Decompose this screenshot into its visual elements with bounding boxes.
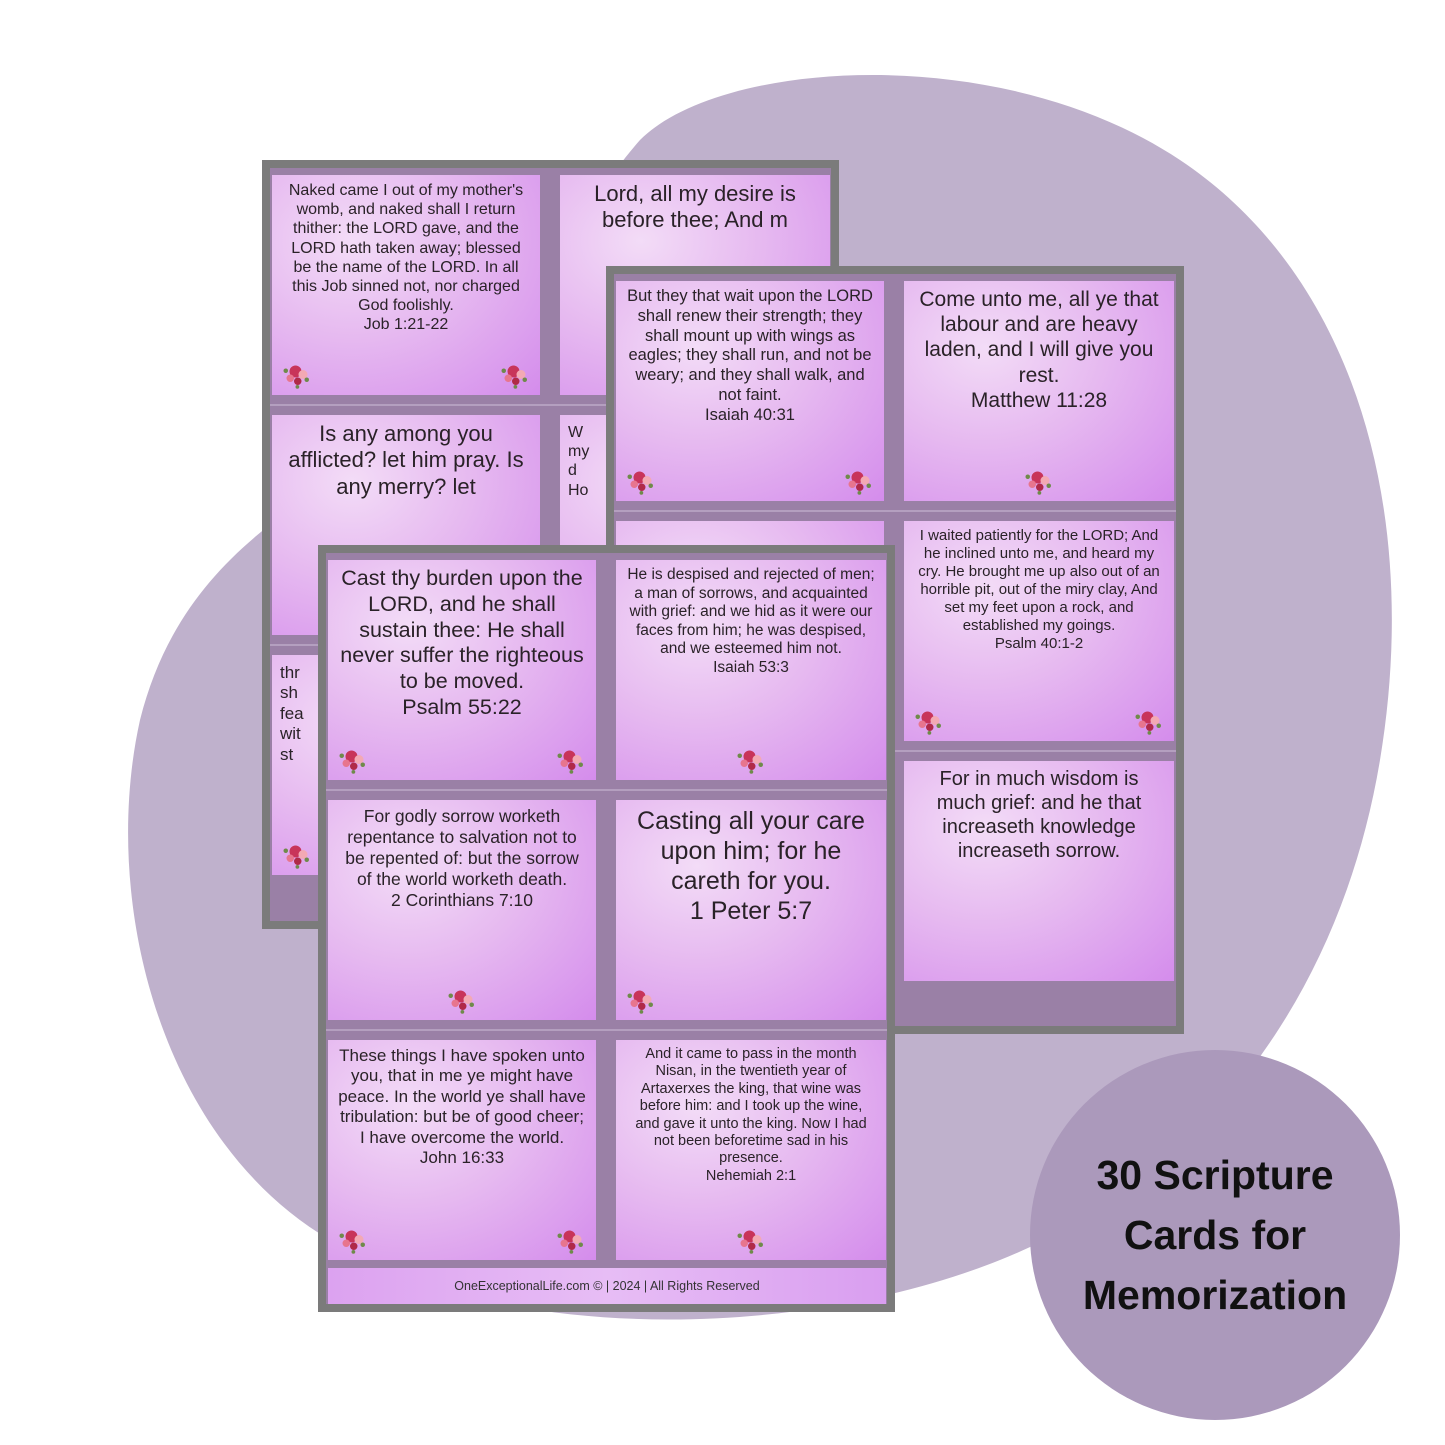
verse-reference: Job 1:21-22	[363, 316, 449, 334]
verse-reference: Psalm 55:22	[402, 694, 522, 719]
verse-reference: John 16:33	[419, 1147, 505, 1167]
verse-text: W my d Ho	[568, 424, 590, 499]
verse-reference: Isaiah 53:3	[713, 658, 789, 676]
verse-reference: 2 Corinthians 7:10	[390, 890, 534, 910]
flower-icon	[338, 1226, 368, 1256]
cut-line	[270, 404, 831, 406]
verse-text: These things I have spoken unto you, tha…	[338, 1046, 586, 1147]
verse-text: I waited patiently for the LORD; And he …	[918, 527, 1160, 634]
flower-icon	[500, 361, 530, 391]
flower-icon	[556, 1226, 586, 1256]
flower-icon	[914, 707, 944, 737]
title-badge: 30 Scripture Cards for Memorization	[1030, 1050, 1400, 1420]
scripture-card: For godly sorrow worketh repentance to s…	[328, 800, 596, 1020]
verse-reference: Psalm 40:1-2	[994, 635, 1084, 652]
verse-text: And it came to pass in the month Nisan, …	[635, 1046, 867, 1167]
verse-reference: Matthew 11:28	[970, 388, 1108, 412]
verse-text: thr sh fea wit st	[280, 663, 304, 764]
scripture-card: Is any among you afflicted? let him pray…	[272, 415, 540, 635]
verse-text: For godly sorrow worketh repentance to s…	[345, 806, 579, 889]
scripture-card: Cast thy burden upon the LORD, and he sh…	[328, 560, 596, 780]
flower-icon	[556, 746, 586, 776]
flower-icon	[338, 746, 368, 776]
verse-text: He is despised and rejected of men; a ma…	[627, 566, 875, 658]
flower-icon	[844, 467, 874, 497]
cut-line	[614, 510, 1176, 512]
verse-text: Casting all your care upon him; for he c…	[637, 807, 865, 895]
flower-icon	[282, 361, 312, 391]
verse-reference: Nehemiah 2:1	[705, 1167, 797, 1184]
flower-icon	[736, 1226, 766, 1256]
scripture-card: And it came to pass in the month Nisan, …	[616, 1040, 886, 1260]
scripture-card: For in much wisdom is much grief: and he…	[904, 761, 1174, 981]
sheet-footer: OneExceptionalLife.com © | 2024 | All Ri…	[328, 1268, 886, 1304]
scripture-card: Casting all your care upon him; for he c…	[616, 800, 886, 1020]
scripture-card: He is despised and rejected of men; a ma…	[616, 560, 886, 780]
cut-line	[326, 789, 887, 791]
verse-text: Is any among you afflicted? let him pray…	[288, 421, 524, 499]
flower-icon	[736, 746, 766, 776]
verse-text: Naked came I out of my mother's womb, an…	[288, 182, 524, 315]
card-sheet-front: Cast thy burden upon the LORD, and he sh…	[318, 545, 895, 1312]
verse-text: For in much wisdom is much grief: and he…	[936, 768, 1142, 862]
flower-icon	[282, 841, 312, 871]
flower-icon	[626, 986, 656, 1016]
scripture-card: But they that wait upon the LORD shall r…	[616, 281, 884, 501]
scripture-card: Come unto me, all ye that labour and are…	[904, 281, 1174, 501]
flower-icon	[1134, 707, 1164, 737]
verse-reference: Isaiah 40:31	[705, 405, 795, 424]
scripture-card: These things I have spoken unto you, tha…	[328, 1040, 596, 1260]
flower-icon	[447, 986, 477, 1016]
verse-reference: 1 Peter 5:7	[689, 897, 813, 925]
scripture-card: I waited patiently for the LORD; And he …	[904, 521, 1174, 741]
title-text: 30 Scripture Cards for Memorization	[1082, 1152, 1348, 1318]
flower-icon	[626, 467, 656, 497]
verse-text: Lord, all my desire is before thee; And …	[594, 181, 796, 233]
cut-line	[326, 1029, 887, 1031]
verse-text: Cast thy burden upon the LORD, and he sh…	[340, 566, 584, 694]
verse-text: Come unto me, all ye that labour and are…	[919, 288, 1159, 387]
scripture-card: Naked came I out of my mother's womb, an…	[272, 175, 540, 395]
flower-icon	[1024, 467, 1054, 497]
verse-text: But they that wait upon the LORD shall r…	[627, 287, 873, 404]
cut-line	[614, 750, 1176, 752]
